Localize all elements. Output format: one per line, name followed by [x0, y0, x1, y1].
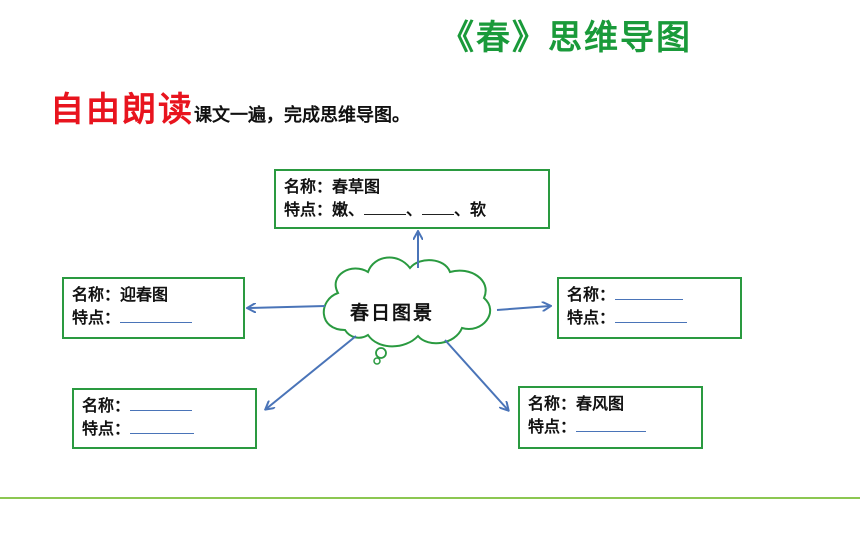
- box-bottom-left-name-prefix: 名称：: [82, 396, 131, 415]
- arrow-to-right: [496, 306, 550, 310]
- page-title: 《春》思维导图: [440, 18, 692, 58]
- center-label: 春日图景: [350, 302, 435, 324]
- blank-field[interactable]: [120, 308, 193, 323]
- box-top-feature-prefix: 特点：嫩、: [284, 200, 365, 219]
- box-right: 名称： 特点：: [557, 277, 742, 339]
- box-left-name: 名称：迎春图: [72, 285, 169, 304]
- box-right-name-prefix: 名称：: [567, 285, 616, 304]
- box-bottom-left-feature-prefix: 特点：: [82, 419, 131, 438]
- box-bottom-left: 名称： 特点：: [72, 388, 257, 449]
- box-bottom-right-feature: 特点：: [528, 415, 693, 438]
- box-left-feature-prefix: 特点：: [72, 308, 121, 327]
- box-bottom-right-name: 名称：春风图: [528, 394, 625, 413]
- box-right-feature-prefix: 特点：: [567, 308, 616, 327]
- box-top-sep1: 、: [406, 200, 423, 219]
- blank-field[interactable]: [576, 417, 647, 432]
- box-top-feature: 特点：嫩、 、 、软: [284, 198, 540, 221]
- box-right-name: 名称：: [567, 283, 732, 306]
- blank-field[interactable]: [615, 285, 684, 300]
- instruction: 自由朗读课文一遍，完成思维导图。: [50, 82, 410, 131]
- arrow-to-bottom-right: [444, 339, 508, 410]
- blank-field[interactable]: [615, 308, 688, 323]
- arrow-to-left: [248, 306, 326, 308]
- box-top: 名称：春草图 特点：嫩、 、 、软: [274, 169, 550, 229]
- instruction-highlight: 自由朗读: [50, 90, 194, 130]
- box-right-feature: 特点：: [567, 306, 732, 329]
- blank-field[interactable]: [364, 200, 407, 215]
- box-bottom-right-feature-prefix: 特点：: [528, 417, 577, 436]
- box-bottom-left-name: 名称：: [82, 394, 247, 417]
- arrow-to-bottom-left: [266, 335, 357, 409]
- box-bottom-right: 名称：春风图 特点：: [518, 386, 703, 449]
- box-top-sep2: 、软: [454, 200, 487, 219]
- bottom-divider: [0, 497, 860, 499]
- box-left: 名称：迎春图 特点：: [62, 277, 245, 339]
- cloud-bubble-small: [373, 357, 381, 365]
- instruction-text: 课文一遍，完成思维导图。: [194, 105, 410, 126]
- box-bottom-left-feature: 特点：: [82, 417, 247, 440]
- box-top-name: 名称：春草图: [284, 177, 381, 196]
- blank-field[interactable]: [130, 396, 193, 411]
- blank-field[interactable]: [130, 419, 195, 434]
- blank-field[interactable]: [422, 200, 455, 215]
- box-left-feature: 特点：: [72, 306, 235, 329]
- cloud-bubble-large: [375, 347, 387, 359]
- cloud-shape: [322, 256, 491, 348]
